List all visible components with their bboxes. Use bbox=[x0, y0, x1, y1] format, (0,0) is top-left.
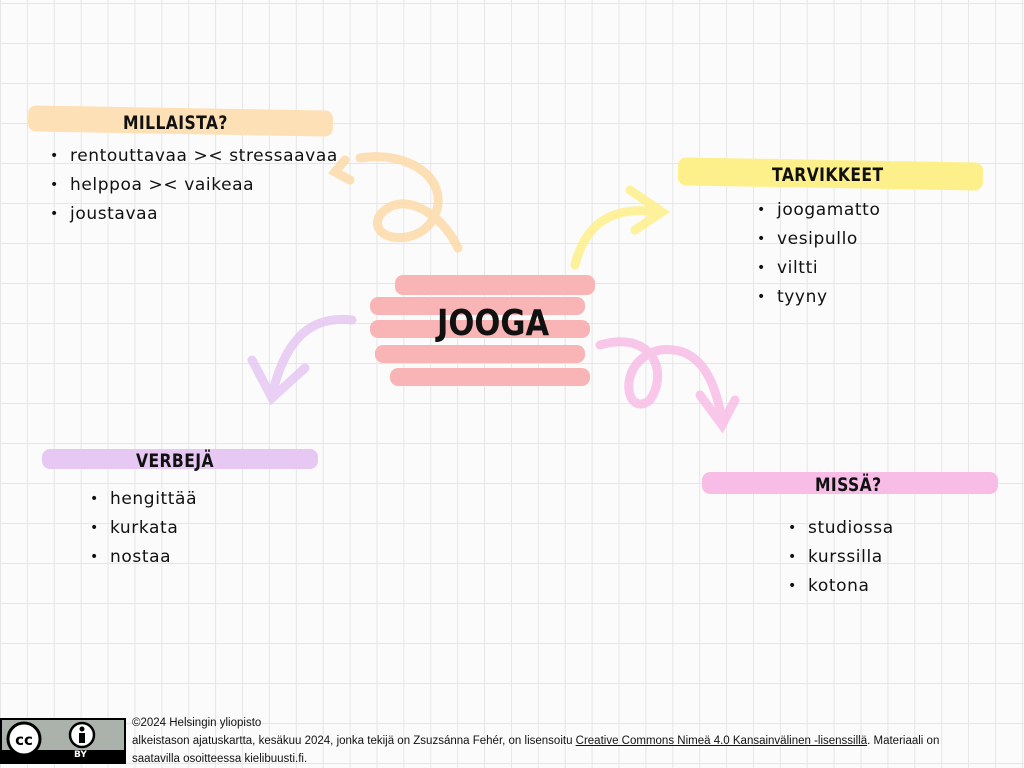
list-item: kurssilla bbox=[788, 543, 894, 572]
purple-arrow bbox=[247, 314, 357, 406]
list-item: nostaa bbox=[90, 543, 197, 572]
center-title: JOOGA bbox=[437, 303, 550, 344]
verbeja-list: hengittää kurkata nostaa bbox=[90, 485, 197, 572]
tarvikkeet-heading: TARVIKKEET bbox=[772, 164, 884, 186]
missa-heading: MISSÄ? bbox=[815, 474, 882, 496]
list-item: joustavaa bbox=[50, 200, 338, 229]
list-item: hengittää bbox=[90, 485, 197, 514]
license-link[interactable]: Creative Commons Nimeä 4.0 Kansainväline… bbox=[575, 735, 868, 747]
footer-text-2: . Materiaali on saatavilla osoitteessa k… bbox=[132, 735, 940, 765]
cc-icon: cc bbox=[2, 721, 124, 762]
footer-text: alkeistason ajatuskartta, kesäkuu 2024, … bbox=[132, 735, 576, 747]
purple-highlight bbox=[42, 449, 318, 469]
pink-arrow bbox=[595, 337, 740, 434]
list-item: vesipullo bbox=[757, 225, 880, 254]
millaista-list: rentouttavaa >< stressaavaa helppoa >< v… bbox=[50, 142, 338, 229]
list-item: studiossa bbox=[788, 514, 894, 543]
copyright: ©2024 Helsingin yliopisto bbox=[132, 717, 262, 729]
list-item: joogamatto bbox=[757, 196, 880, 225]
orange-arrow bbox=[328, 152, 463, 253]
svg-text:cc: cc bbox=[15, 731, 33, 749]
tarvikkeet-list: joogamatto vesipullo viltti tyyny bbox=[757, 196, 880, 312]
cc-by-badge: cc BY bbox=[0, 718, 126, 764]
badge-by: BY bbox=[74, 750, 87, 760]
verbeja-heading: VERBEJÄ bbox=[136, 450, 214, 472]
missa-list: studiossa kurssilla kotona bbox=[788, 514, 894, 601]
list-item: kotona bbox=[788, 572, 894, 601]
yellow-arrow bbox=[570, 185, 671, 270]
list-item: tyyny bbox=[757, 283, 880, 312]
pink-highlight bbox=[702, 472, 998, 494]
footer: ©2024 Helsingin yliopisto alkeistason aj… bbox=[132, 714, 942, 768]
list-item: rentouttavaa >< stressaavaa bbox=[50, 142, 338, 171]
list-item: helppoa >< vaikeaa bbox=[50, 171, 338, 200]
millaista-heading: MILLAISTA? bbox=[123, 112, 228, 134]
list-item: kurkata bbox=[90, 514, 197, 543]
list-item: viltti bbox=[757, 254, 880, 283]
